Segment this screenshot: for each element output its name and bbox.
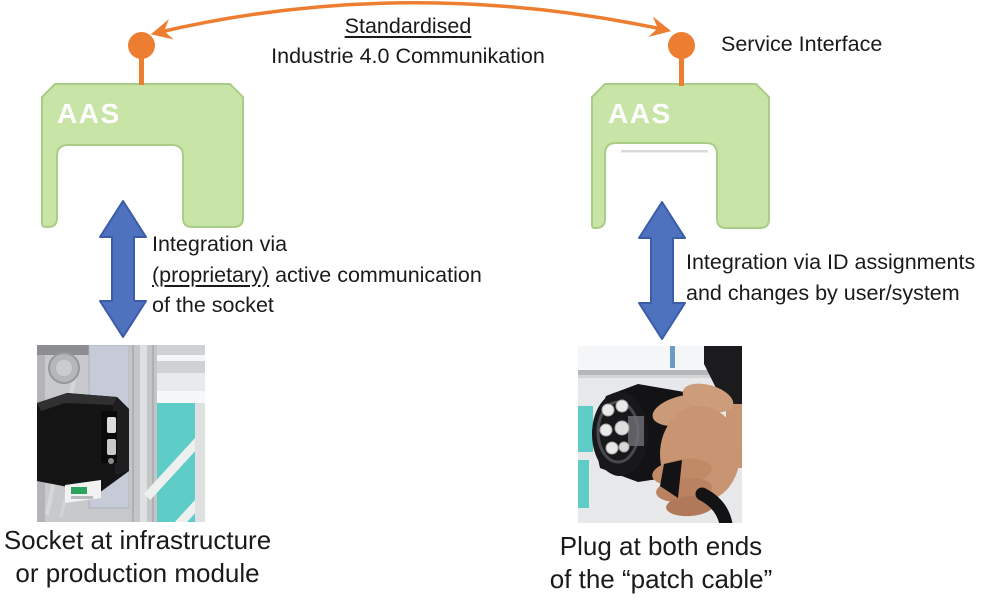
photo-plug-handle xyxy=(660,460,682,498)
integration-arrow-right xyxy=(638,201,686,340)
aas-label-left: AAS xyxy=(57,98,121,129)
integration-left-underlined: (proprietary) xyxy=(152,262,270,287)
interface-node-left-icon xyxy=(128,32,155,59)
integration-right-line2: and changes by user/system xyxy=(686,280,960,305)
plug-photo xyxy=(578,346,742,523)
photo-cable xyxy=(695,487,733,523)
photo-socket-housing xyxy=(37,393,129,493)
socket-caption-line2: or production module xyxy=(15,558,260,588)
aas-shape-left xyxy=(41,83,244,228)
title-industrie: Industrie 4.0 Communikation xyxy=(271,44,545,68)
photo-teal-fragment-bottom xyxy=(578,460,589,508)
aas-label-right: AAS xyxy=(608,98,672,129)
socket-caption-line1: Socket at infrastructure xyxy=(3,525,272,555)
title-standardised: Standardised xyxy=(344,14,472,38)
communication-arc-arrow xyxy=(150,0,672,40)
communication-title: Standardised Industrie 4.0 Communikation xyxy=(238,11,578,71)
photo-blue-edge xyxy=(670,346,675,368)
socket-photo xyxy=(37,345,205,522)
socket-caption: Socket at infrastructure or production m… xyxy=(0,524,275,590)
plug-caption: Plug at both ends of the “patch cable” xyxy=(522,530,800,596)
integration-left-line3: of the socket xyxy=(152,293,274,317)
integration-left-line2-rest: active communication xyxy=(269,262,482,287)
integration-text-right: Integration via ID assignments and chang… xyxy=(686,247,1000,308)
service-interface-label: Service Interface xyxy=(721,32,883,56)
plug-caption-line1: Plug at both ends xyxy=(559,531,763,561)
plug-caption-line2: of the “patch cable” xyxy=(549,564,773,594)
aas-right-inner-line xyxy=(621,150,708,153)
aas-shape-right xyxy=(591,83,770,229)
photo-label-sticker xyxy=(65,480,101,503)
integration-left-line2: (proprietary) active communication xyxy=(152,260,532,291)
interface-node-right-icon xyxy=(668,32,695,59)
integration-text-left: Integration via (proprietary) active com… xyxy=(152,229,532,321)
integration-arrow-left xyxy=(99,200,147,338)
integration-left-line1: Integration via xyxy=(152,232,288,256)
photo-teal-panel xyxy=(143,403,205,522)
integration-right-line1: Integration via ID assignments xyxy=(686,250,976,274)
photo-teal-fragment-top xyxy=(578,406,593,452)
